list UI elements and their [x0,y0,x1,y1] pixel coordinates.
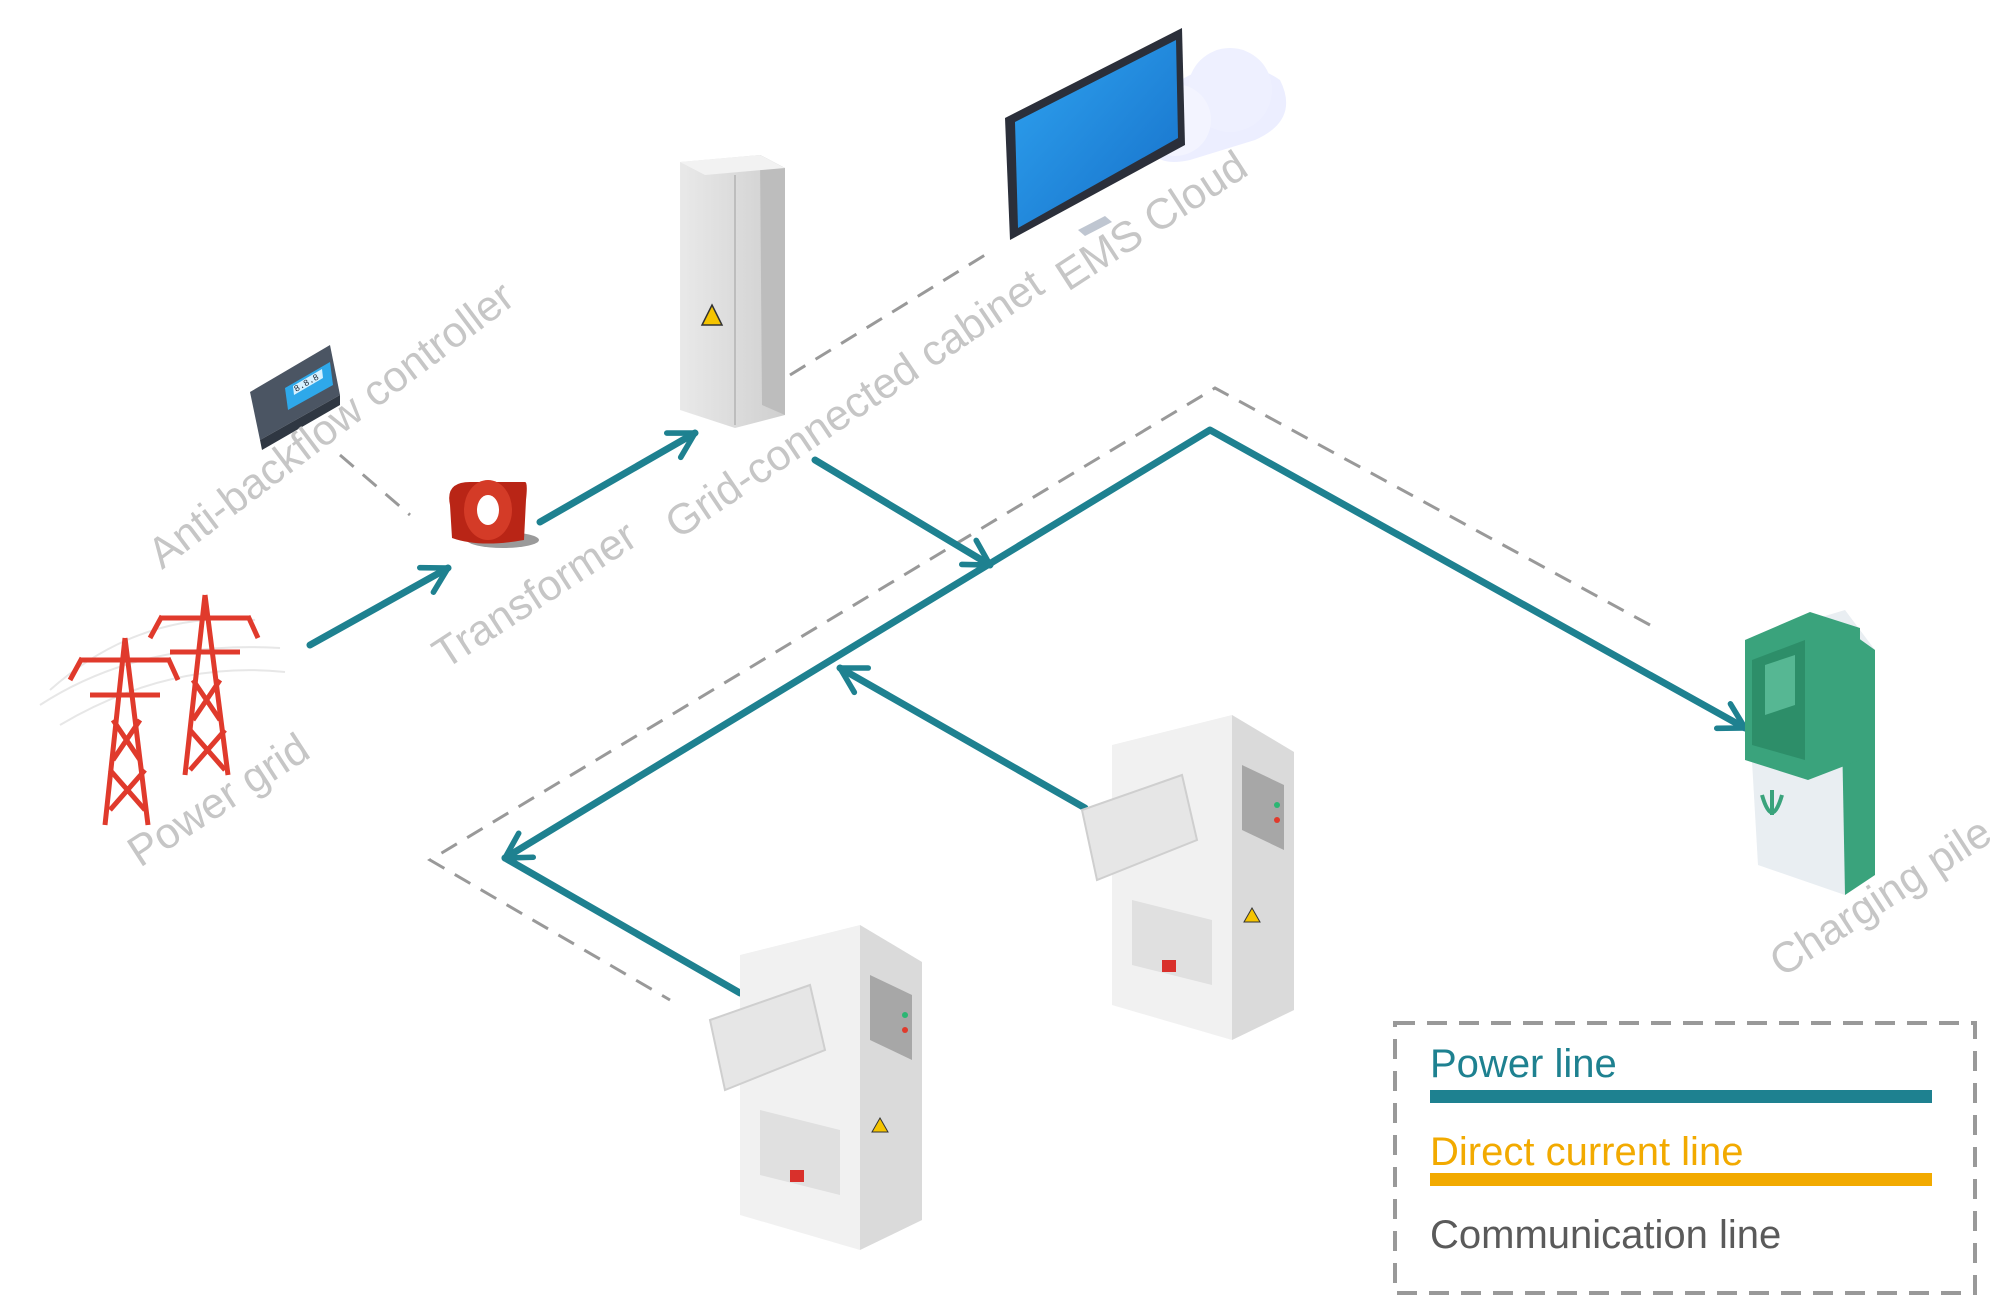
power-line-storage1-bus [501,854,744,997]
legend-power-line-label: Power line [1430,1042,1617,1086]
comm-line-cabinet-cloud [789,253,986,377]
power-line-storage2-bus [836,664,1089,812]
diagram-labels: Anti-backflow controller Power grid Tran… [119,142,2000,987]
legend: Power line Direct current line Communica… [1393,1021,1977,1295]
legend-power-line-swatch [1430,1090,1932,1103]
anti-backflow-controller-icon: 8.8.8 [250,345,340,450]
legend-dc-line-label: Direct current line [1430,1130,1743,1174]
power-line-bus-charger [501,426,1749,862]
legend-dc-line-swatch [1430,1173,1932,1186]
power-grid-towers-icon [39,594,286,826]
label-power-grid: Power grid [119,724,318,876]
power-line-grid-transformer [306,564,452,649]
power-line-transformer-cabinet [536,429,699,526]
ems-cloud-icon [1005,28,1287,240]
legend-frame [1393,1021,1977,1295]
comm-line-controller-transformer [339,453,411,517]
comm-line-storage-loop [427,386,1651,1002]
charging-pile-icon [1745,610,1875,895]
energy-storage-cabinet-1-icon [708,925,922,1250]
communication-lines [339,253,1651,1002]
legend-comm-line-label: Communication line [1430,1213,1781,1257]
power-line-cabinet-bus [811,456,994,569]
grid-connected-cabinet-icon [680,155,785,428]
energy-storage-cabinet-2-icon [1080,715,1294,1040]
power-lines [306,426,1749,997]
transformer-icon [449,480,539,548]
